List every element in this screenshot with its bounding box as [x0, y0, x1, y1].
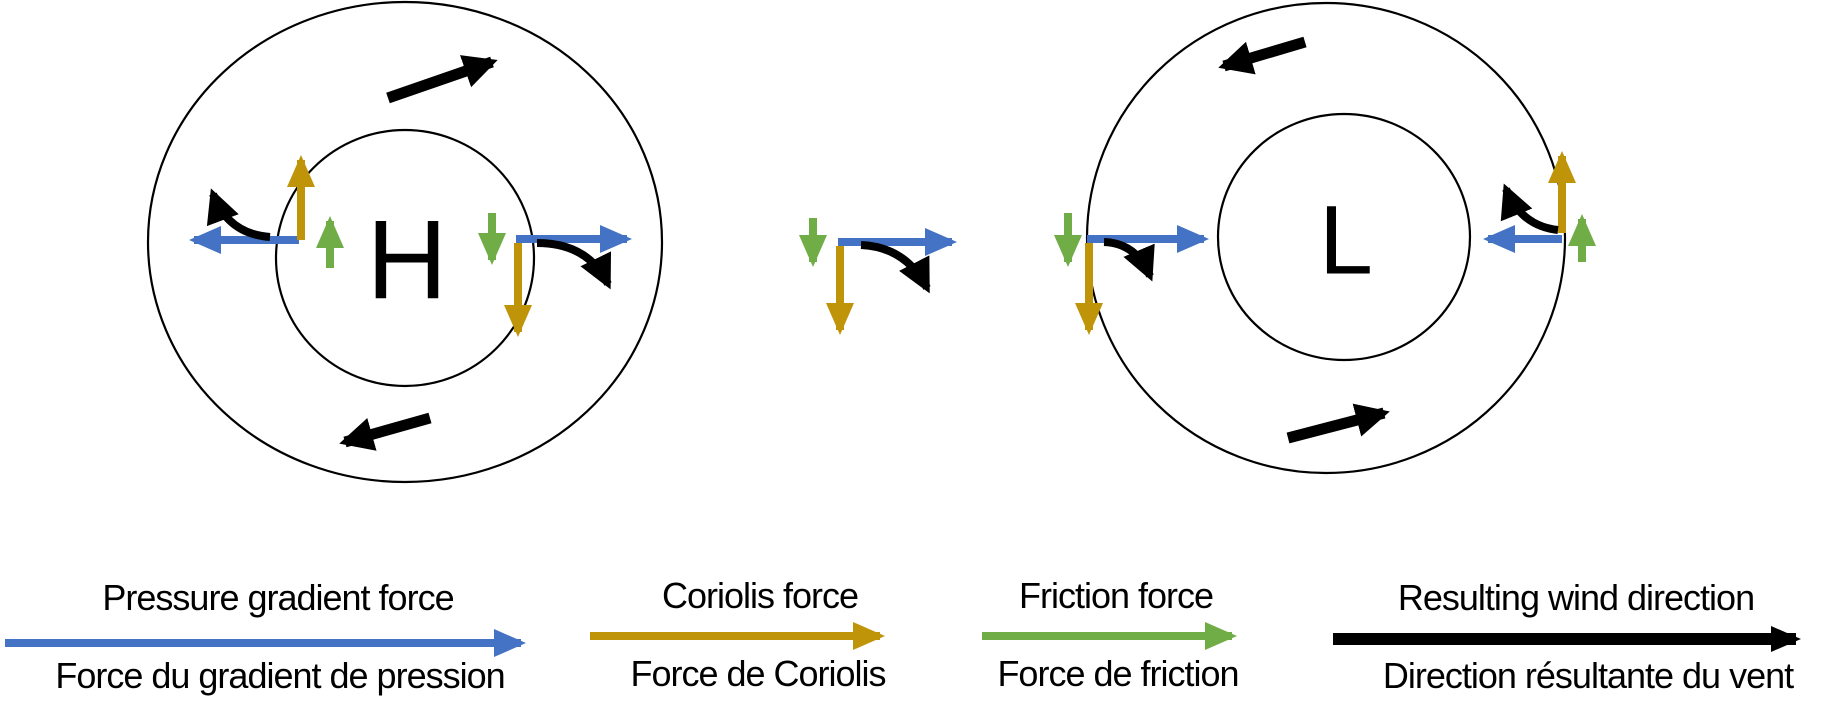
legend-item-pressure-gradient: Pressure gradient force Force du gradien…: [5, 577, 526, 696]
legend-label-en-pressure-gradient: Pressure gradient force: [102, 577, 453, 618]
high-flow-arrow-top: [386, 55, 498, 104]
middle-force-diagram: [799, 218, 957, 335]
low-left-force-group: [1054, 213, 1209, 335]
high-left-force-group: [189, 155, 344, 268]
high-right-force-group: [478, 213, 632, 337]
legend-label-fr-friction: Force de friction: [997, 653, 1238, 694]
middle-wind-curved-arrow: [860, 241, 931, 294]
legend-label-fr-pressure-gradient: Force du gradient de pression: [55, 655, 504, 696]
legend-label-en-coriolis: Coriolis force: [662, 575, 858, 616]
legend-label-fr-coriolis: Force de Coriolis: [630, 653, 885, 694]
legend-item-wind-direction: Resulting wind direction Direction résul…: [1333, 577, 1801, 696]
low-right-force-group: [1483, 151, 1596, 262]
legend-item-friction: Friction force Force de friction: [982, 575, 1240, 694]
legend-label-en-wind-direction: Resulting wind direction: [1398, 577, 1754, 618]
high-outer-isobar: [146, 0, 664, 484]
low-right-wind-curved-arrow: [1500, 183, 1559, 234]
low-inner-isobar: [1216, 112, 1472, 362]
high-pressure-system: H: [146, 0, 664, 484]
low-flow-arrow-top: [1218, 36, 1307, 75]
low-left-wind-curved-arrow: [1103, 238, 1155, 282]
legend: Pressure gradient force Force du gradien…: [5, 575, 1801, 696]
legend-item-coriolis: Coriolis force Force de Coriolis: [590, 575, 887, 694]
high-pressure-label: H: [367, 198, 448, 323]
high-right-wind-curved-arrow: [536, 239, 612, 290]
high-flow-arrow-bottom: [339, 412, 432, 451]
low-flow-arrow-bottom: [1286, 403, 1390, 444]
high-inner-isobar: [274, 128, 536, 388]
high-left-wind-curved-arrow: [206, 188, 271, 241]
low-pressure-label: L: [1319, 186, 1373, 295]
legend-label-fr-wind-direction: Direction résultante du vent: [1383, 655, 1794, 696]
legend-label-en-friction: Friction force: [1019, 575, 1213, 616]
low-pressure-system: L: [1054, 1, 1596, 475]
